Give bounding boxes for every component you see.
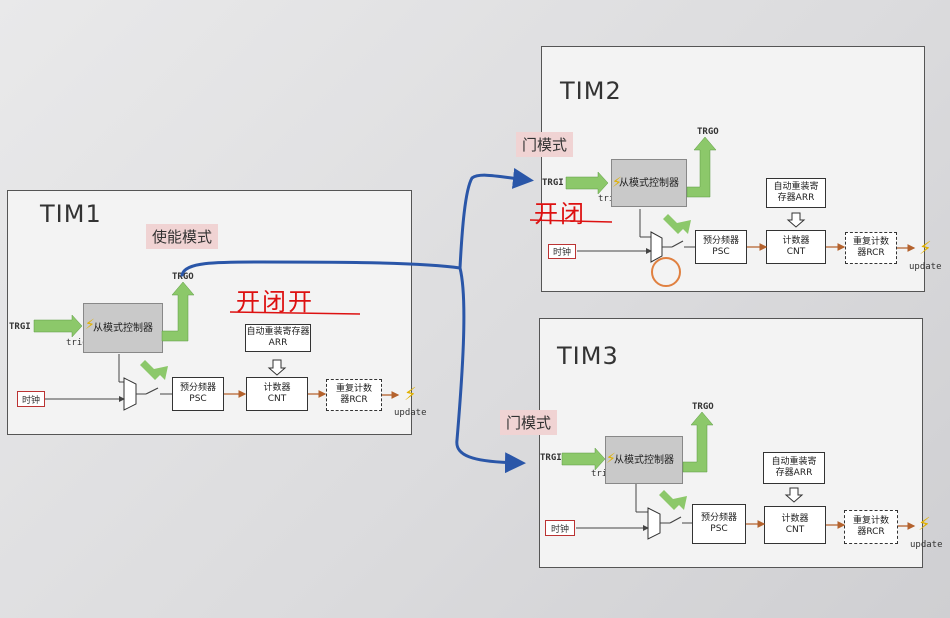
tim1-psc-block: 预分频器 PSC [172, 377, 224, 411]
tim2-mode-tag: 门模式 [516, 132, 574, 157]
tim2-slave-controller: 从模式控制器 [611, 159, 687, 207]
tim2-handwritten-note: 开闭 [534, 200, 586, 228]
tim2-rcr-block: 重复计数 器RCR [845, 232, 897, 264]
tim1-title: TIM1 [40, 200, 102, 228]
tim2-trgi-label: TRGI [542, 178, 564, 188]
tim2-clock-source: 时钟 [548, 244, 576, 259]
tim3-arr-block: 自动重装寄 存器ARR [763, 452, 825, 484]
tim3-slave-controller: 从模式控制器 [605, 436, 683, 484]
tim3-clock-source: 时钟 [545, 520, 575, 536]
tim3-wiring [561, 411, 916, 540]
tim2-trgo-label: TRGO [697, 127, 719, 137]
tim2-trigger-bolt-icon: ⚡ [612, 175, 622, 191]
tim1-arr-block: 自动重装寄存器ARR [245, 324, 311, 352]
tim3-update-bolt-icon: ⚡ [918, 514, 931, 535]
tim1-rcr-block: 重复计数 器RCR [326, 379, 382, 411]
handwritten-trgo-routing [180, 167, 534, 474]
tim1-cnt-block: 计数器 CNT [246, 377, 308, 411]
tim1-trgo-label: TRGO [172, 272, 194, 282]
tim1-update-bolt-icon: ⚡ [404, 384, 417, 405]
tim2-wiring [565, 136, 916, 287]
tim3-mode-tag: 门模式 [500, 410, 558, 435]
tim1-trgi-label: TRGI [9, 322, 31, 332]
tim1-wiring [33, 281, 400, 411]
tim2-arr-block: 自动重装寄 存器ARR [766, 178, 826, 208]
tim3-psc-block: 预分频器 PSC [692, 504, 746, 544]
tim3-trigger-bolt-icon: ⚡ [606, 451, 616, 467]
tim3-update-label: update [910, 540, 943, 550]
tim1-mode-tag: 使能模式 [146, 224, 219, 249]
tim1-trigger-bolt-icon: ⚡ [85, 317, 95, 333]
tim2-update-label: update [909, 262, 942, 272]
tim3-title: TIM3 [557, 342, 619, 370]
tim2-update-bolt-icon: ⚡ [919, 238, 932, 259]
tim3-cnt-block: 计数器 CNT [764, 506, 826, 544]
tim2-cnt-block: 计数器 CNT [766, 230, 826, 264]
tim1-clock-source: 时钟 [17, 391, 45, 407]
tim2-psc-block: 预分频器 PSC [695, 230, 747, 264]
tim1-update-label: update [394, 408, 427, 418]
tim3-trgi-label: TRGI [540, 453, 562, 463]
tim1-slave-controller: 从模式控制器 [83, 303, 163, 353]
tim1-handwritten-note: 开闭开 [236, 288, 314, 316]
handwritten-red-marks [229, 219, 613, 315]
tim2-title: TIM2 [560, 77, 622, 105]
tim3-trgo-label: TRGO [692, 402, 714, 412]
